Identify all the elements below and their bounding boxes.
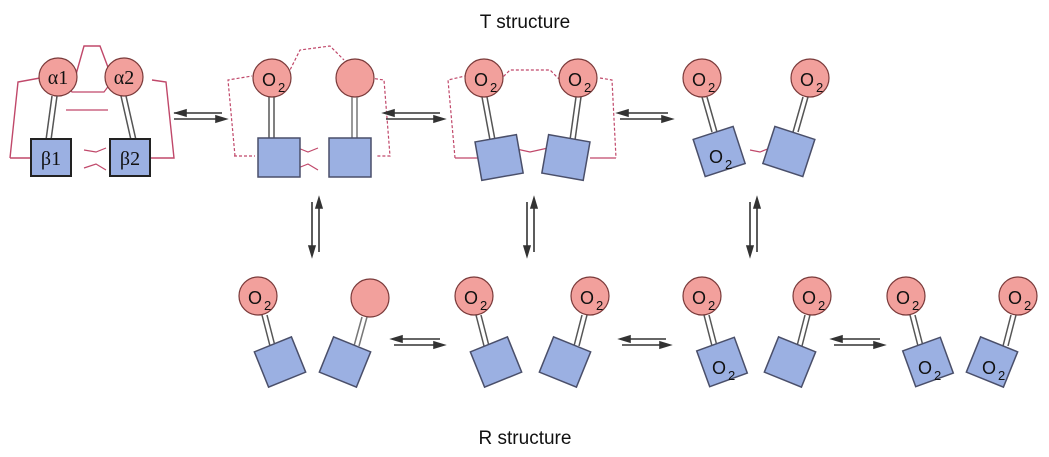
equilibrium-arrow-horizontal <box>829 334 887 350</box>
equilibrium-arrow-horizontal <box>615 108 675 124</box>
alpha-subunit-oxy <box>792 276 832 316</box>
salt-bridge-outline <box>227 45 391 157</box>
alpha-subunit-oxy <box>238 276 278 316</box>
beta-subunit <box>540 133 591 182</box>
beta2-subunit: β2 <box>109 138 151 177</box>
r-state-three-o2 <box>682 276 832 389</box>
alpha-subunit-oxy <box>682 58 722 98</box>
beta-subunit-oxy <box>965 335 1019 389</box>
beta1-label: β1 <box>41 148 61 170</box>
beta-subunit-oxy <box>692 125 747 178</box>
beta-subunit-oxy <box>695 336 749 388</box>
beta-subunit <box>318 335 372 389</box>
alpha-subunit-oxy <box>790 58 830 98</box>
alpha-subunit-deoxy <box>335 58 375 98</box>
equilibrium-arrow-horizontal <box>389 334 447 350</box>
beta-subunit <box>474 133 525 182</box>
alpha-subunit-oxy <box>252 58 292 98</box>
beta-subunit <box>469 335 523 389</box>
salt-bridge-outline <box>447 69 617 159</box>
beta-subunit <box>253 335 307 389</box>
beta2-label: β2 <box>120 148 140 170</box>
alpha-subunit-deoxy <box>350 278 390 318</box>
alpha-subunit-oxy <box>464 58 504 98</box>
equilibrium-arrow-horizontal <box>617 334 673 350</box>
equilibrium-arrow-vertical <box>522 195 539 259</box>
alpha-subunit-oxy <box>886 276 926 316</box>
alpha-subunit-oxy <box>454 276 494 316</box>
beta-subunit-oxy <box>901 336 955 388</box>
alpha-subunit-oxy <box>682 276 722 316</box>
t-state-two-o2 <box>447 58 617 182</box>
r-structure-title: R structure <box>479 428 572 449</box>
salt-bridge-outline <box>9 45 175 159</box>
beta-subunit <box>763 335 817 389</box>
r-state-four-o2 <box>886 276 1038 389</box>
alpha1-label: α1 <box>48 67 68 89</box>
alpha-subunit-oxy <box>570 276 610 316</box>
r-state-one-o2 <box>238 276 390 389</box>
salt-bridge-inner <box>61 75 117 171</box>
t-state-one-o2 <box>227 45 391 178</box>
beta-subunit <box>761 125 816 178</box>
alpha2-label: α2 <box>114 67 134 89</box>
alpha1-subunit: α1 <box>38 57 78 97</box>
equilibrium-arrow-horizontal <box>173 108 229 124</box>
beta-subunit <box>328 137 372 178</box>
alpha2-subunit: α2 <box>104 57 144 97</box>
t-structure-title: T structure <box>480 12 570 33</box>
equilibrium-arrows <box>173 108 887 350</box>
r-state-two-o2 <box>454 276 610 389</box>
alpha-subunit-oxy <box>558 58 598 98</box>
equilibrium-arrow-horizontal <box>381 108 447 124</box>
beta-subunit <box>538 335 592 389</box>
alpha-subunit-oxy <box>998 276 1038 316</box>
beta1-subunit: β1 <box>30 138 72 177</box>
t-state-three-o2 <box>682 58 830 178</box>
equilibrium-arrow-vertical <box>745 195 762 259</box>
t-state-deoxy: α1 α2 β1 β2 <box>9 45 175 177</box>
beta-subunit <box>257 137 301 178</box>
equilibrium-arrow-vertical <box>307 195 324 259</box>
